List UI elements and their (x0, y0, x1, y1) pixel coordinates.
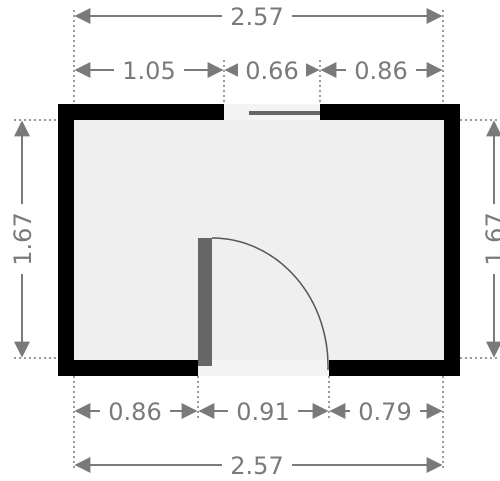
dim-label-bottom-left: 0.86 (108, 398, 161, 426)
dim-label-top-window: 0.66 (245, 57, 298, 85)
door-swing-arc (211, 237, 329, 371)
wall-bottom-right (329, 360, 460, 376)
door-opening (198, 360, 329, 376)
wall-left (58, 104, 74, 376)
wall-top-right (320, 104, 460, 120)
dim-label-top-left: 1.05 (122, 57, 175, 85)
dim-label-top-right: 0.86 (354, 57, 407, 85)
dim-label-right-height: 1.67 (481, 212, 500, 265)
door-leaf (198, 238, 212, 366)
dim-label-bottom-right: 0.79 (358, 398, 411, 426)
dim-label-top-total: 2.57 (230, 3, 283, 31)
wall-top-left (58, 104, 224, 120)
wall-bottom-left (58, 360, 198, 376)
dim-label-bottom-door: 0.91 (236, 398, 289, 426)
wall-right (444, 104, 460, 376)
dim-label-bottom-total: 2.57 (230, 452, 283, 480)
dim-label-left-height: 1.67 (9, 212, 37, 265)
room-floor (58, 104, 460, 376)
